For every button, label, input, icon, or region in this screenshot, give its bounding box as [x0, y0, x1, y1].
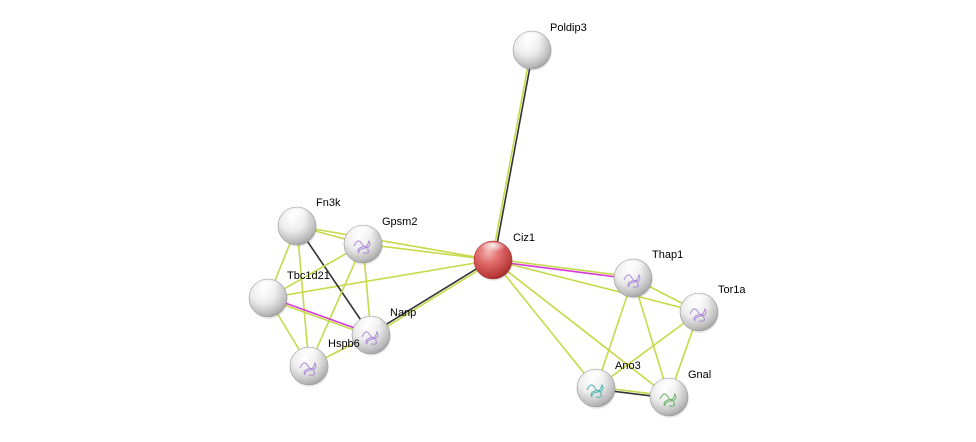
edge-line-textmining [362, 243, 494, 261]
edge-ciz1-poldip3[interactable] [491, 49, 534, 261]
edge-line-textmining [632, 277, 670, 398]
edge-ciz1-gpsm2[interactable] [362, 243, 494, 261]
node-gloss [479, 242, 507, 257]
edge-ciz1-thap1[interactable] [492, 258, 634, 280]
edge-gpsm2-hspb6[interactable] [308, 243, 364, 367]
node-gloss [283, 208, 311, 223]
protein-structure-icon [623, 273, 641, 288]
protein-structure-icon [586, 383, 604, 398]
edge-fn3k-nanp[interactable] [296, 225, 372, 336]
edge-ciz1-ano3[interactable] [492, 259, 597, 389]
node-label-gnal: Gnal [688, 369, 711, 381]
node-gloss [655, 379, 683, 394]
node-tbc1d21[interactable]: Tbc1d21 [248, 270, 330, 319]
node-label-nanp: Nanp [390, 307, 416, 319]
edge-thap1-gnal[interactable] [632, 277, 670, 398]
node-gloss [295, 348, 323, 363]
node-hspb6[interactable]: Hspb6 [289, 338, 360, 387]
edge-line-coexpression [370, 258, 493, 335]
edge-line-textmining [371, 260, 494, 337]
node-thap1[interactable]: Thap1 [613, 249, 683, 299]
edge-ciz1-nanp[interactable] [370, 258, 494, 337]
node-gpsm2[interactable]: Gpsm2 [343, 216, 417, 265]
protein-structure-icon [361, 330, 379, 345]
edge-fn3k-hspb6[interactable] [296, 225, 310, 367]
edge-line-textmining [595, 311, 700, 389]
edge-line-textmining [296, 225, 494, 261]
node-label-tbc1d21: Tbc1d21 [287, 270, 330, 282]
edge-line-textmining [308, 243, 364, 367]
node-gloss [254, 280, 282, 295]
node-label-ciz1: Ciz1 [513, 232, 535, 244]
edge-line-textmining [267, 259, 494, 299]
edge-ciz1-fn3k[interactable] [296, 225, 494, 261]
edge-line-textmining [492, 259, 700, 313]
edge-line-coexpression [493, 50, 534, 261]
node-gloss [685, 294, 713, 309]
node-gloss [518, 32, 546, 47]
edge-line-textmining [296, 225, 310, 367]
node-label-fn3k: Fn3k [316, 197, 341, 209]
protein-structure-icon [299, 361, 317, 376]
protein-structure-icon [689, 307, 707, 322]
node-ano3[interactable]: Ano3 [576, 360, 641, 409]
node-label-gpsm2: Gpsm2 [382, 216, 417, 228]
edge-line-textmining [492, 259, 670, 398]
node-label-ano3: Ano3 [615, 360, 641, 372]
edge-ciz1-tor1a[interactable] [492, 259, 700, 313]
node-fn3k[interactable]: Fn3k [277, 197, 341, 247]
node-nanp[interactable]: Nanp [351, 307, 416, 356]
node-label-tor1a: Tor1a [718, 284, 746, 296]
edge-ciz1-gnal[interactable] [492, 259, 670, 398]
protein-structure-icon [353, 239, 371, 254]
edge-thap1-ano3[interactable] [595, 277, 634, 389]
node-poldip3[interactable]: Poldip3 [512, 22, 587, 71]
node-label-hspb6: Hspb6 [328, 338, 360, 350]
node-gloss [582, 370, 610, 385]
edge-line-textmining [491, 49, 532, 260]
node-gloss [357, 317, 385, 332]
edge-line-textmining [493, 258, 634, 278]
edge-line-textmining [595, 277, 634, 389]
node-gnal[interactable]: Gnal [649, 369, 711, 418]
node-gloss [619, 260, 647, 275]
edge-line-coexpression [296, 225, 372, 336]
edge-tor1a-ano3[interactable] [595, 311, 700, 389]
edge-line-textmining [492, 259, 597, 389]
node-tor1a[interactable]: Tor1a [679, 284, 746, 333]
protein-structure-icon [659, 392, 677, 407]
node-ciz1[interactable]: Ciz1 [473, 232, 535, 281]
node-label-poldip3: Poldip3 [550, 22, 587, 34]
node-gloss [349, 226, 377, 241]
node-label-thap1: Thap1 [652, 249, 683, 261]
edge-line-experiments [492, 260, 633, 280]
edge-ciz1-tbc1d21[interactable] [267, 259, 494, 299]
